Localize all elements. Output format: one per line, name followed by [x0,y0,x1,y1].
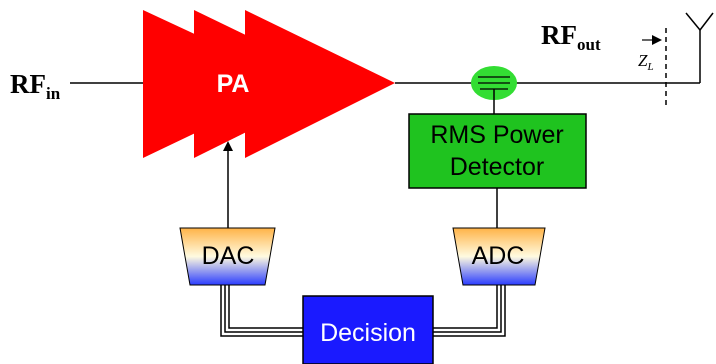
pa-amplifier: PA [143,10,395,158]
adc-label: ADC [472,242,525,270]
rf-out-label: RFout [541,20,601,54]
decision-block: Decision [302,295,434,364]
dac-decision-bus [220,285,303,337]
load-impedance-marker: ZL [638,28,667,108]
dac-converter: DAC [179,227,276,286]
adc-converter: ADC [452,227,546,286]
rms-detector-line1: RMS Power [430,121,563,149]
antenna-icon [666,12,714,84]
rms-detector-line2: Detector [450,153,544,181]
dac-label: DAC [202,242,255,270]
pa-label: PA [217,70,250,98]
zl-label: ZL [638,51,654,73]
adc-decision-bus [433,285,506,337]
decision-label: Decision [320,319,416,347]
rf-in-label: RFin [10,69,61,103]
rms-power-detector: RMS Power Detector [408,113,587,189]
directional-coupler [471,66,517,100]
pa-stage-3 [245,10,395,158]
